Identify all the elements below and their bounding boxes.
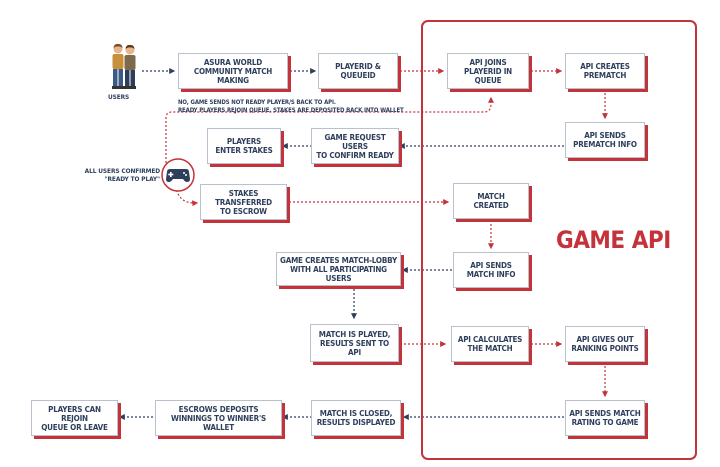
escrow-deposits-box: Escrows deposits winnings to winner's wa…	[155, 400, 282, 436]
game-request-confirm-box: Game request users to confirm Ready	[311, 128, 399, 164]
users-icon	[107, 42, 141, 92]
game-api-title: GAME API	[556, 226, 671, 254]
api-joins-queue-box: API joins PlayerID in queue	[447, 53, 529, 89]
playerid-queueid-box: PlayerID & QueueID	[318, 53, 398, 89]
api-sends-match-info-box: API sends match info	[453, 252, 529, 288]
match-closed-box: Match is closed, results displayed	[311, 400, 401, 436]
gamepad-icon	[160, 157, 196, 193]
api-creates-prematch-box: API creates Prematch	[565, 53, 645, 89]
not-ready-note: No, game sends not ready player/s back t…	[178, 99, 404, 115]
players-rejoin-box: Players can rejoin queue or leave	[31, 400, 118, 436]
confirm-label: All users confirmed "ready to play"	[78, 167, 160, 183]
players-enter-stakes-box: Players enter stakes	[207, 128, 281, 164]
stakes-to-escrow-box: Stakes transferred to escrow	[200, 184, 287, 220]
matchmaking-box: Asura World Community Match Making	[178, 53, 288, 89]
match-created-box: Match created	[453, 183, 529, 219]
api-sends-rating-box: API sends match rating to game	[565, 400, 645, 436]
api-sends-prematch-box: API sends Prematch Info	[565, 122, 645, 158]
api-calculates-box: API calculates the match	[451, 326, 529, 362]
game-creates-lobby-box: Game creates match-lobby with all partic…	[276, 252, 401, 286]
match-played-box: Match is played, results sent to API	[310, 324, 399, 362]
users-label: Users	[108, 93, 129, 101]
api-ranking-points-box: API gives out ranking points	[565, 326, 645, 362]
